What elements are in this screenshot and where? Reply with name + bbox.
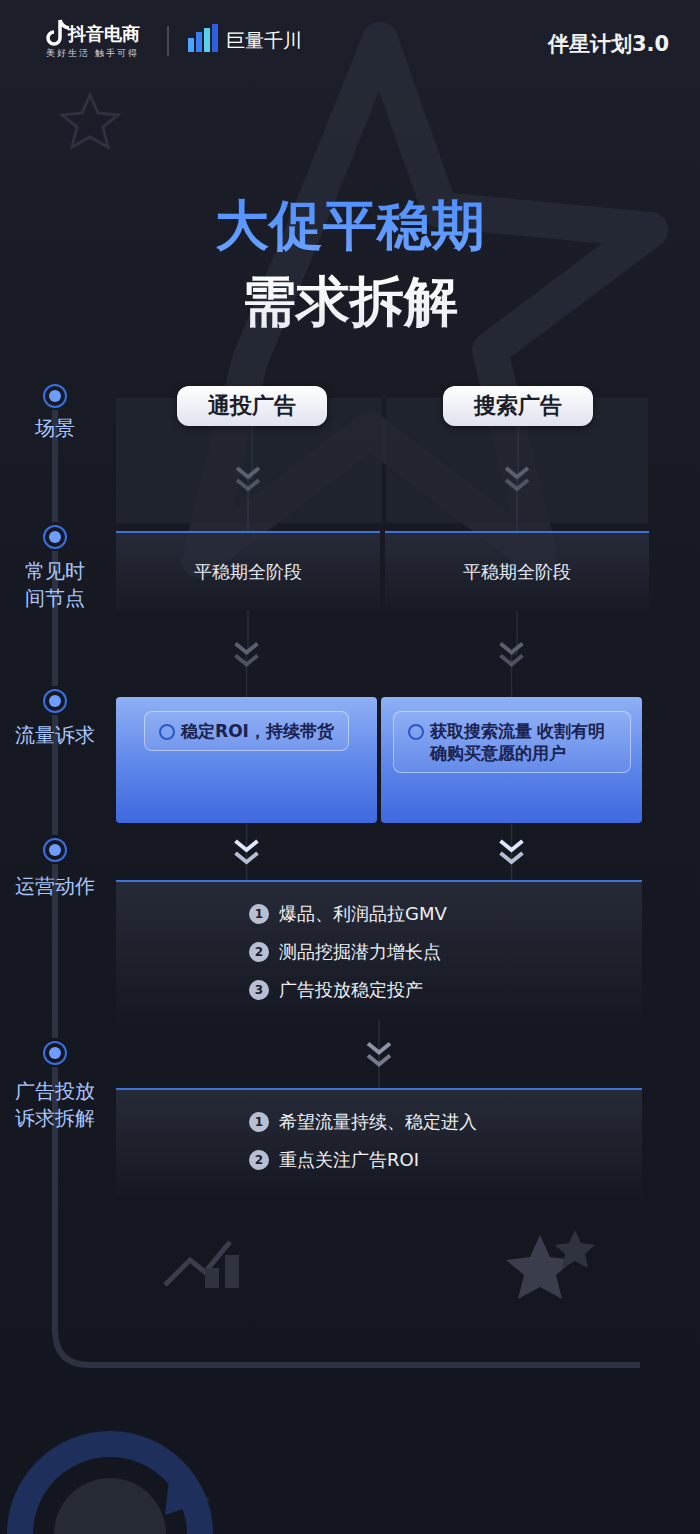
timeline-label: 广告投放诉求拆解 <box>15 1078 95 1132</box>
ad-panel: 1 希望流量持续、稳定进入 2 重点关注广告ROI <box>116 1088 642 1198</box>
node-text: 重点关注广告ROI <box>279 1148 419 1172</box>
demand-frame: 稳定ROI，持续带货 <box>144 711 349 751</box>
tab-pill: 搜索广告 <box>443 386 593 426</box>
callout-number: 1 <box>249 1112 269 1132</box>
logo-text: 伴星计划3.0 <box>548 30 669 58</box>
flow-connector <box>236 611 258 697</box>
timeline-label: 流量诉求 <box>5 722 105 749</box>
callout-number: 2 <box>249 1150 269 1170</box>
logo-text: 巨量千川 <box>226 28 302 54</box>
node-text: 平稳期全阶段 <box>463 560 571 584</box>
timeline-label: 运营动作 <box>5 873 105 900</box>
node-text: 获取搜索流量 收割有明确购买意愿的用户 <box>430 720 616 764</box>
node-text: 希望流量持续、稳定进入 <box>279 1110 477 1134</box>
diagram-title: 大促平稳期 需求拆解 <box>190 188 510 340</box>
demand-icon <box>159 724 175 740</box>
flow-connector <box>501 611 523 697</box>
flow-connector <box>236 823 258 880</box>
flow-connector <box>501 823 523 880</box>
logo-text: 美好生活 触手可得 <box>46 47 139 60</box>
flow-connector <box>506 426 528 531</box>
node-text: 广告投放稳定投产 <box>279 978 423 1002</box>
node-text: 测品挖掘潜力增长点 <box>279 940 441 964</box>
list-row: 2 测品挖掘潜力增长点 <box>249 940 509 964</box>
callout-number: 2 <box>249 942 269 962</box>
node-text: 爆品、利润品拉GMV <box>279 902 447 926</box>
callout-number: 3 <box>249 980 269 1000</box>
flow-connector <box>368 1020 390 1088</box>
stage-band: 平稳期全阶段 <box>116 531 380 611</box>
timeline-label: 场景 <box>15 415 95 442</box>
node-text: 稳定ROI，持续带货 <box>181 720 334 742</box>
demand-box: 获取搜索流量 收割有明确购买意愿的用户 <box>381 697 642 823</box>
node-text: 平稳期全阶段 <box>194 560 302 584</box>
timeline-label: 常见时间节点 <box>15 558 95 612</box>
callout-number: 1 <box>249 904 269 924</box>
demand-box: 稳定ROI，持续带货 <box>116 697 377 823</box>
flow-connector <box>237 426 259 531</box>
list-row: 3 广告投放稳定投产 <box>249 978 509 1002</box>
list-row: 1 爆品、利润品拉GMV <box>249 902 509 926</box>
node-text: 搜索广告 <box>474 391 562 421</box>
demand-frame: 获取搜索流量 收割有明确购买意愿的用户 <box>393 711 631 773</box>
logo-text: 抖音电商 <box>68 22 140 46</box>
list-row: 1 希望流量持续、稳定进入 <box>249 1110 509 1134</box>
demand-icon <box>408 724 424 740</box>
list-row: 2 重点关注广告ROI <box>249 1148 509 1172</box>
tab-pill: 通投广告 <box>177 386 327 426</box>
action-panel: 1 爆品、利润品拉GMV 2 测品挖掘潜力增长点 3 广告投放稳定投产 <box>116 880 642 1020</box>
stage-band: 平稳期全阶段 <box>385 531 649 611</box>
node-text: 通投广告 <box>208 391 296 421</box>
